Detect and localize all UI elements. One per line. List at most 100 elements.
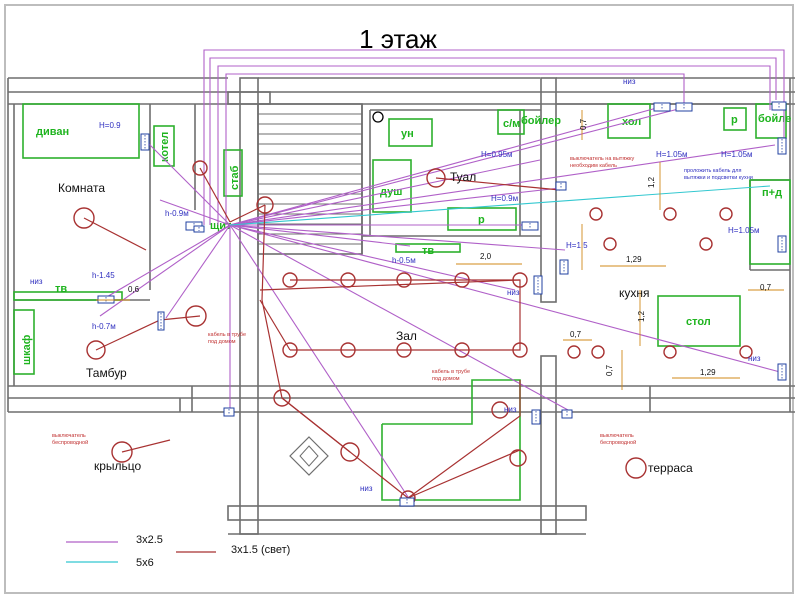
power-wire bbox=[229, 224, 411, 501]
lamp-icon bbox=[282, 272, 298, 288]
light-wire bbox=[261, 299, 521, 499]
legend-label-cable5: 5x6 bbox=[136, 557, 154, 569]
lamp-icon bbox=[589, 207, 603, 221]
label-shkaf: шкаф bbox=[21, 334, 33, 365]
power-wire bbox=[229, 224, 569, 411]
label-kotel: котел bbox=[159, 132, 171, 162]
light-wire bbox=[83, 217, 147, 251]
power-run bbox=[203, 49, 785, 225]
lamp-icon bbox=[491, 401, 509, 419]
outlet-icon bbox=[157, 311, 165, 331]
label-r1: р bbox=[478, 214, 485, 226]
light-wire bbox=[259, 279, 521, 291]
power-wire bbox=[229, 224, 781, 373]
dim-07d: 0,7 bbox=[605, 364, 614, 376]
lamp-icon bbox=[282, 342, 298, 358]
room-tambur: Тамбур bbox=[86, 366, 127, 380]
light-wire bbox=[435, 177, 561, 191]
note-h15: H=1.5 bbox=[566, 241, 588, 250]
label-tv: тв bbox=[55, 283, 67, 295]
power-wire bbox=[229, 105, 691, 226]
note-niz3: низ bbox=[507, 288, 520, 297]
note-switch-hood2: необходим кабель bbox=[570, 163, 617, 169]
label-stol: стол bbox=[686, 316, 711, 328]
label-stab: стаб bbox=[229, 165, 241, 190]
image-frame bbox=[4, 4, 794, 594]
note-h09c: h-0.9м bbox=[165, 209, 189, 218]
dimension-labels: 0,7 1,2 2,0 1,29 1,2 0,7 0,7 0,7 1,29 0,… bbox=[128, 118, 772, 377]
lamp-icon bbox=[192, 160, 208, 176]
lamp-icon bbox=[625, 457, 647, 479]
label-dush: душ bbox=[380, 186, 402, 198]
outlet-icon bbox=[97, 295, 115, 304]
lamp-icon bbox=[256, 196, 274, 214]
room-tual: Туал bbox=[450, 170, 476, 184]
lamp-icon bbox=[426, 168, 446, 188]
sofa-box bbox=[22, 103, 140, 159]
light-wire bbox=[121, 439, 171, 453]
room-names: Комната Тамбур крыльцо Туал Зал кухня те… bbox=[58, 170, 693, 475]
dim-07a: 0,7 bbox=[579, 118, 588, 130]
power-wire bbox=[104, 224, 231, 299]
stabilizer-box bbox=[223, 149, 243, 197]
power-wire bbox=[229, 224, 411, 247]
room-kukhnya: кухня bbox=[619, 286, 650, 300]
drain-icon bbox=[372, 111, 384, 123]
cabinet-box bbox=[13, 309, 35, 375]
dim-07c: 0,7 bbox=[570, 330, 582, 339]
lamp-icon bbox=[111, 441, 133, 463]
note-niz1: низ bbox=[623, 77, 636, 86]
lamp-icon bbox=[273, 389, 291, 407]
lamp-icon bbox=[340, 442, 360, 462]
stove-box bbox=[749, 179, 791, 265]
radiator-box bbox=[447, 207, 517, 231]
legend-label-power: 3x2.5 bbox=[136, 534, 163, 546]
plan-title: 1 этаж bbox=[359, 24, 437, 54]
legend-label-light: 3x1.5 (свет) bbox=[231, 544, 290, 556]
label-sm: с/м bbox=[503, 118, 520, 130]
washbasin-box bbox=[388, 118, 433, 147]
kitchen-note: проложить кабель для вытяжки и подсветки… bbox=[684, 168, 753, 181]
note-sw-wireless2b: беспроводной bbox=[600, 439, 636, 446]
note-sw-wireless2: выключатель bbox=[600, 433, 634, 439]
lamp-icon bbox=[86, 340, 106, 360]
power-run bbox=[225, 73, 685, 225]
note-niz2: низ bbox=[30, 277, 43, 286]
dimension-lines bbox=[96, 110, 784, 390]
note-h09a: H=0.9 bbox=[99, 121, 121, 130]
legend: 3x2.5 5x6 3x1.5 (свет) bbox=[66, 534, 290, 569]
note-cable-pipe2: кабель в трубе bbox=[432, 369, 470, 375]
dim-12a: 1,2 bbox=[647, 176, 656, 188]
note-cable-pipe2b: под домом bbox=[432, 376, 460, 382]
note-kitchen: проложить кабель для bbox=[684, 168, 741, 174]
power-wire bbox=[229, 224, 516, 291]
dim-12b: 1,2 bbox=[637, 310, 646, 322]
lamp-icon bbox=[719, 207, 733, 221]
table-box bbox=[657, 295, 741, 347]
dim-07b: 0,7 bbox=[760, 283, 772, 292]
light-wire bbox=[261, 204, 266, 301]
lamp-icon bbox=[340, 342, 356, 358]
boiler-box bbox=[153, 125, 175, 167]
furniture-labels: диван котел стаб ун с/м бойлер душ р хол… bbox=[21, 113, 791, 365]
outlet-markers bbox=[97, 101, 787, 507]
lamp-icon bbox=[454, 342, 470, 358]
lamp-icon bbox=[509, 449, 527, 467]
power-wire bbox=[229, 105, 665, 226]
light-wire bbox=[407, 449, 521, 499]
label-boiler1: бойлер bbox=[521, 115, 561, 127]
label-un: ун bbox=[401, 128, 414, 140]
dim-129b: 1,29 bbox=[700, 368, 716, 377]
note-sw-wireless1: выключатель bbox=[52, 433, 86, 439]
column-base-inner-icon bbox=[299, 445, 319, 467]
power-wire bbox=[229, 187, 561, 226]
label-tv2: тв bbox=[422, 245, 434, 257]
label-pd: п+д bbox=[762, 187, 782, 199]
lamp-icon bbox=[603, 237, 617, 251]
dim-06: 0,6 bbox=[128, 285, 140, 294]
power-wire bbox=[99, 224, 231, 317]
tv2-box bbox=[395, 243, 461, 253]
note-h05: h-0.5м bbox=[392, 256, 416, 265]
lamp-icon bbox=[567, 345, 581, 359]
